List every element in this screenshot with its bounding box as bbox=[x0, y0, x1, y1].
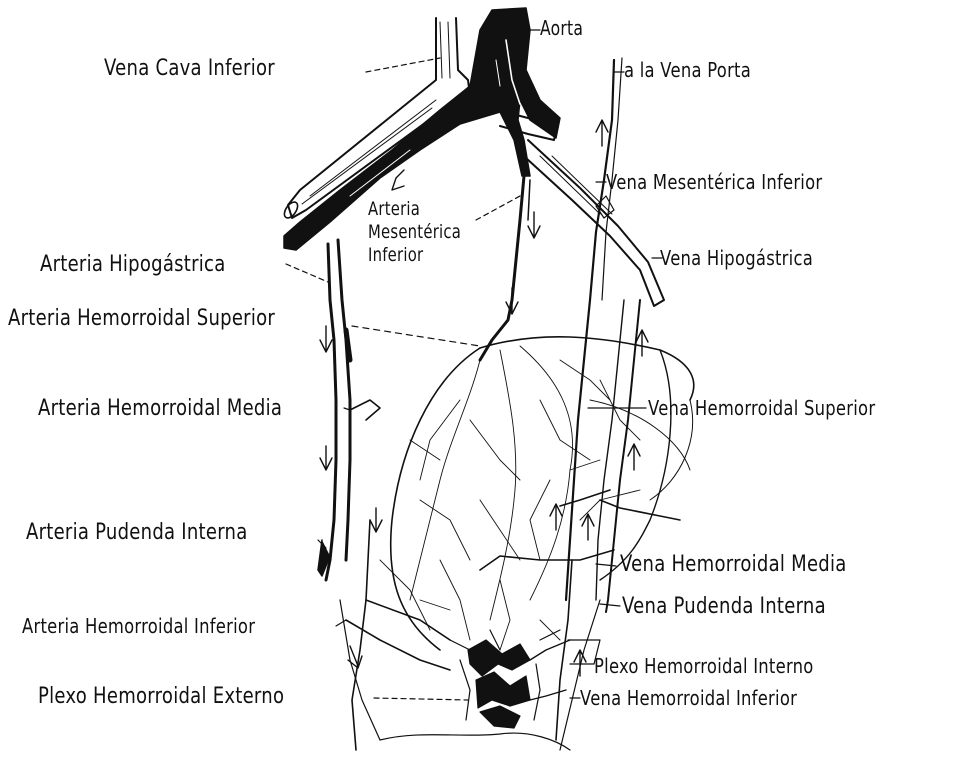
plexo-hemorroidal-interno-mesh bbox=[450, 630, 560, 728]
label-vena-hemorroidal-media: Vena Hemorroidal Media bbox=[620, 554, 847, 576]
label-arteria-mesenterica-inferior: Arteria Mesentérica Inferior bbox=[368, 198, 461, 266]
label-arteria-hemorroidal-media: Arteria Hemorroidal Media bbox=[38, 398, 282, 420]
arteria-mesenterica-inferior-vessel bbox=[480, 176, 530, 360]
label-plexo-hemorroidal-externo: Plexo Hemorroidal Externo bbox=[38, 686, 284, 708]
label-arteria-hipogastrica: Arteria Hipogástrica bbox=[40, 254, 226, 276]
label-vena-pudenda-interna: Vena Pudenda Interna bbox=[622, 596, 826, 618]
label-arteria-hemorroidal-inferior: Arteria Hemorroidal Inferior bbox=[22, 616, 255, 636]
label-aorta: Aorta bbox=[540, 18, 583, 38]
arteria-hemorroidal-media-branch bbox=[350, 400, 380, 420]
label-vena-hemorroidal-inferior: Vena Hemorroidal Inferior bbox=[580, 688, 797, 708]
arteria-hemorroidal-superior-vessel bbox=[318, 240, 350, 580]
label-vena-mesenterica-inferior: Vena Mesentérica Inferior bbox=[606, 172, 822, 192]
label-vena-cava-inferior: Vena Cava Inferior bbox=[104, 58, 275, 80]
label-vena-hipogastrica: Vena Hipogástrica bbox=[660, 248, 813, 268]
vena-hipogastrica-vessel bbox=[526, 140, 664, 306]
leader-lines bbox=[286, 30, 662, 700]
label-arteria-hemorroidal-superior: Arteria Hemorroidal Superior bbox=[8, 308, 275, 330]
label-plexo-hemorroidal-interno: Plexo Hemorroidal Interno bbox=[594, 656, 814, 676]
label-arteria-mesenterica-inferior-1: Arteria Mesentérica Inferior bbox=[368, 198, 485, 266]
label-arteria-pudenda-interna: Arteria Pudenda Interna bbox=[26, 522, 248, 544]
label-vena-hemorroidal-superior: Vena Hemorroidal Superior bbox=[648, 398, 875, 418]
vena-mesenterica-inferior-vessel bbox=[566, 58, 622, 600]
label-vena-porta: a la Vena Porta bbox=[624, 60, 751, 80]
